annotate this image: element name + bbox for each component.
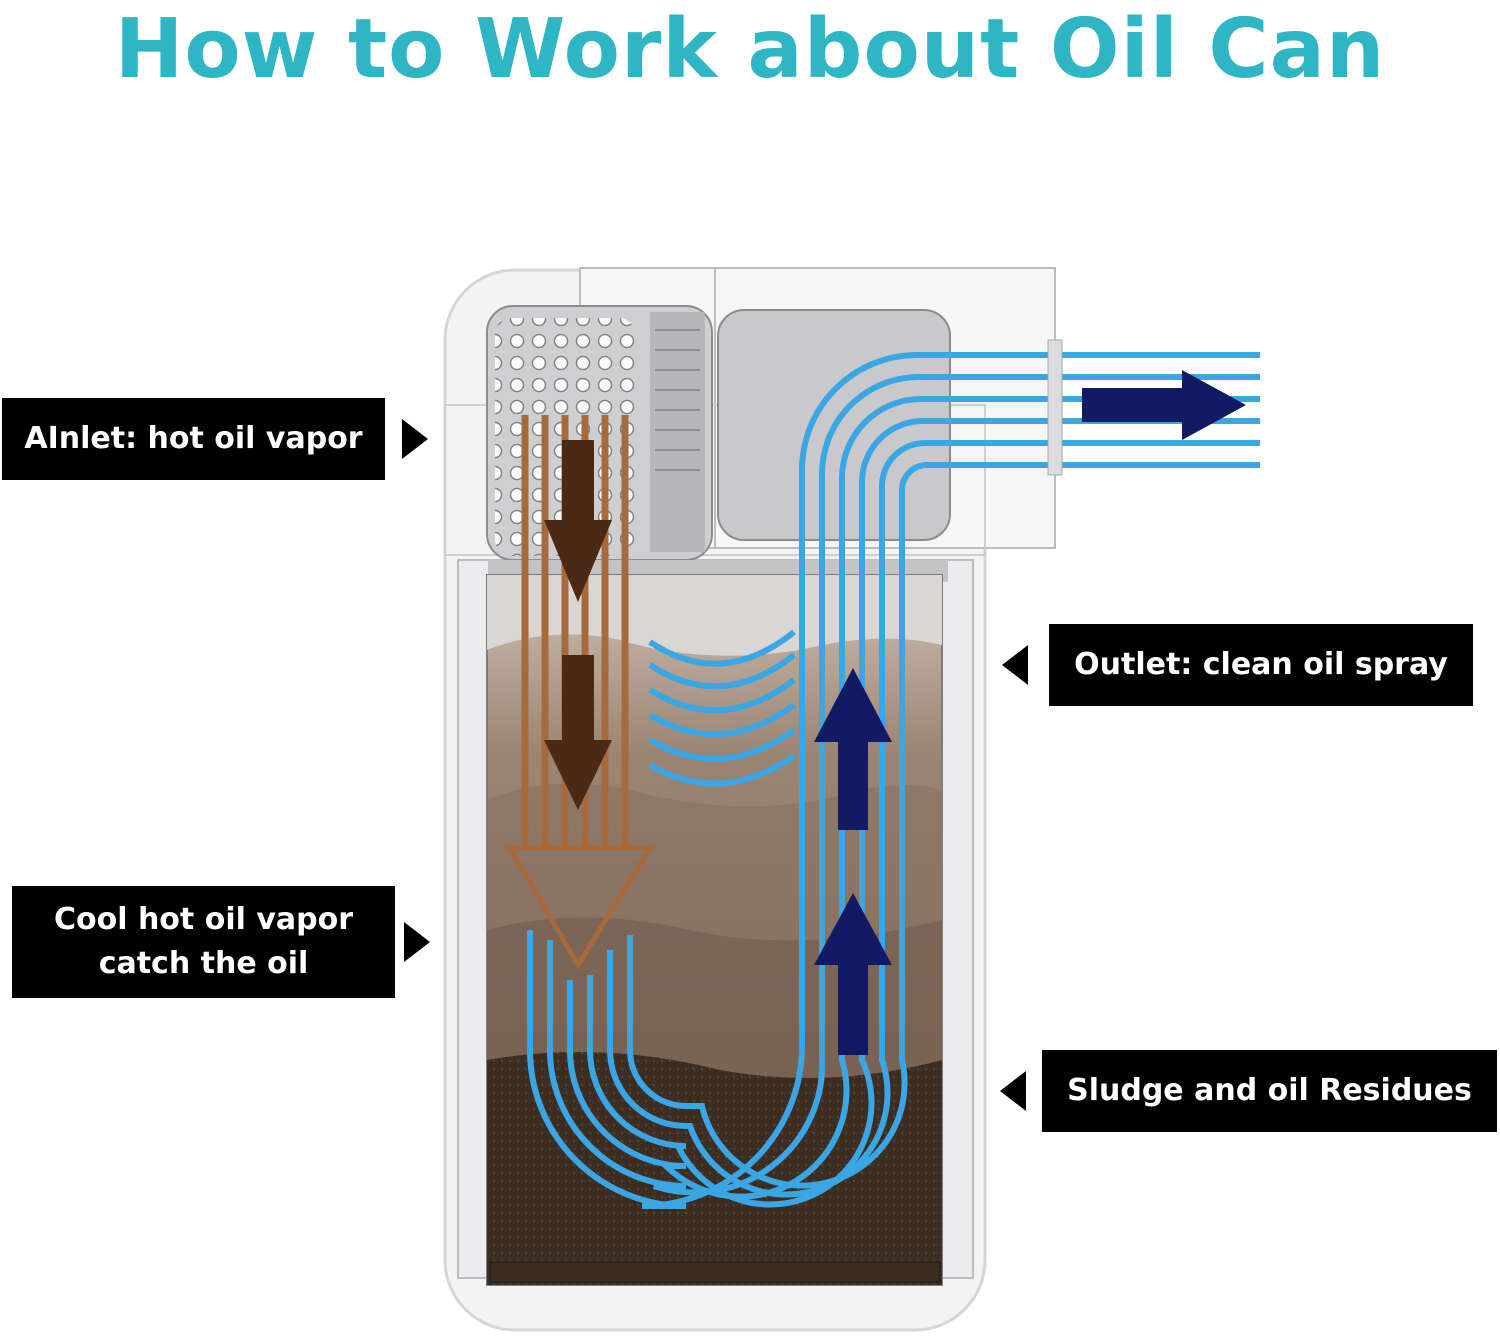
- inlet-label: AInlet: hot oil vapor: [2, 398, 385, 480]
- brown-down-arrow-icon: [544, 440, 612, 810]
- page-title: How to Work about Oil Can: [114, 2, 1386, 97]
- outlet-pointer-icon: [1002, 645, 1028, 685]
- sludge-label: Sludge and oil Residues: [1042, 1050, 1497, 1132]
- navy-right-arrow-icon: [1082, 370, 1246, 440]
- clean-oil-flow: [527, 352, 1260, 1209]
- cooling-coils: [648, 629, 796, 787]
- inlet-pointer-icon: [402, 419, 428, 459]
- outlet-label: Outlet: clean oil spray: [1049, 624, 1473, 706]
- outlet-duct: [1047, 339, 1063, 476]
- navy-up-arrow-icon: [814, 668, 892, 1055]
- cool-vapor-label: Cool hot oil vapor catch the oil: [12, 886, 395, 998]
- cool-vapor-pointer-icon: [404, 922, 430, 962]
- sludge-pointer-icon: [1000, 1071, 1026, 1111]
